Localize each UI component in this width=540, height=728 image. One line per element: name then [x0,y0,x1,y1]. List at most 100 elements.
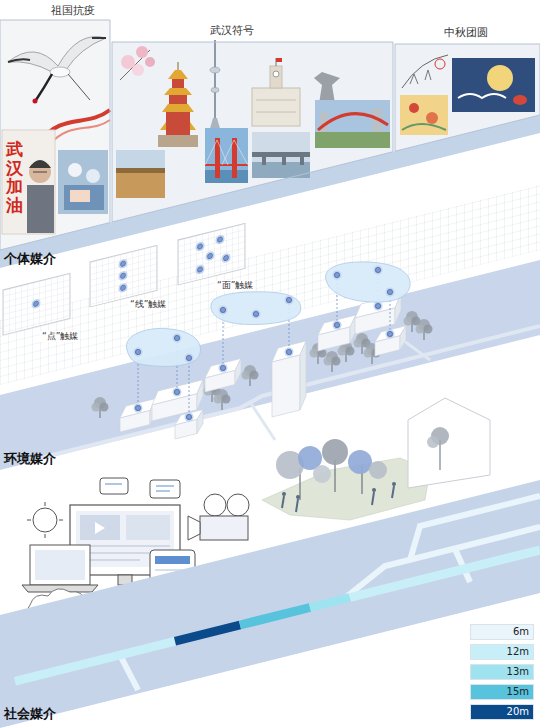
panel-heading: 中秋团圆 [444,26,488,39]
poster-photo [29,160,51,168]
bridge-photo [205,170,248,183]
ground-plane [250,402,275,440]
building-block [400,326,406,350]
area-grid-inset [216,234,225,245]
painting-photo [426,112,438,124]
catalyst-bubble [126,262,410,367]
catalyst-dot [286,297,291,302]
sketch-picture [410,70,431,84]
park-scene [296,495,300,499]
bridge-photo [215,138,220,178]
catalyst-dot [219,306,228,315]
building-block [197,380,203,410]
legend-swatch: 20m [470,704,534,720]
point-grid-inset [3,273,70,335]
medical-photo [86,169,100,183]
panel-heading: 武汉符号 [210,24,254,37]
tower-picture [169,95,187,104]
catalyst-dot [186,414,191,419]
painting-photo [409,103,419,113]
layer-label: 个体媒介 [4,251,56,267]
building-picture [252,58,300,126]
street-network [345,527,540,598]
river-bridge-photo [282,157,286,165]
catalyst-dot [285,348,294,357]
park-scene [369,461,387,479]
medical-photo [64,185,104,210]
moon-painting-photo [487,65,513,91]
tower-picture [178,62,179,70]
building-block [300,341,306,410]
label-anchor: 武汉加油 [6,140,23,215]
media-devices [227,494,249,516]
catalyst-dot [186,355,191,360]
catalyst-dot [375,267,380,272]
legend-ground [468,620,538,724]
dashed-projection-line [223,314,224,365]
media-devices [30,545,90,585]
catalyst-bubble [126,328,200,366]
building-block [120,411,150,433]
media-devices [126,515,170,540]
crane-picture [8,59,30,62]
media-devices [80,515,120,540]
bridge-photo [205,128,248,183]
line-grid-inset [90,245,157,307]
medical-photo [58,150,108,214]
sketch-picture [435,59,445,69]
legend-label: 12m [471,645,533,659]
medical-photo [58,150,108,214]
tower-picture [168,70,188,79]
city-photo [315,100,390,148]
poster-photo [27,185,54,233]
panel-heading: 祖国抗疫 [51,4,95,17]
poster-slogan: 武汉加油 [6,140,23,215]
autumn-photo [116,150,165,172]
catalyst-dot [173,388,182,397]
building-picture [252,88,300,126]
catalyst-dot [334,272,339,277]
building-block [318,327,350,351]
crane-picture [50,67,70,77]
moon-painting-photo [452,58,535,112]
point-grid-inset [32,298,41,309]
building-block [375,336,400,356]
legend-label: 6m [471,625,533,639]
crane-picture [48,120,110,146]
line-grid-inset [90,245,157,307]
line-grid-inset [121,285,126,291]
building-picture [256,112,296,113]
layer-label: “面”触媒 [215,280,255,291]
tree-symbol [92,397,109,418]
catalyst-dot [374,266,383,275]
panel-ground [0,20,110,250]
media-devices [95,522,105,534]
tower-picture [162,104,194,112]
catalyst-dot [134,348,143,357]
crane-picture [36,74,52,100]
label-anchor: 环境媒介 [4,451,56,467]
park-scene [282,486,394,512]
catalyst-dot [374,302,383,311]
catalyst-dot [386,330,395,339]
area-grid-inset [206,250,215,261]
legend-ground [468,620,538,724]
building-block [175,420,197,440]
media-devices [155,556,190,564]
magnolia-picture [136,46,148,58]
park-scene [313,465,331,483]
catalyst-dot [252,310,261,319]
building-block [235,359,241,385]
panel-outline [112,42,393,222]
poster-photo [33,172,47,173]
magnolia-picture [132,64,144,76]
label-anchor: “点”触媒 [40,331,80,342]
area-grid-inset [196,241,205,252]
catalyst-dot [386,288,395,297]
layer-label: 环境媒介 [4,451,56,467]
area-grid-inset [178,223,245,285]
catalyst-dot [173,334,182,343]
building-block [152,394,197,421]
building-block [272,355,300,417]
